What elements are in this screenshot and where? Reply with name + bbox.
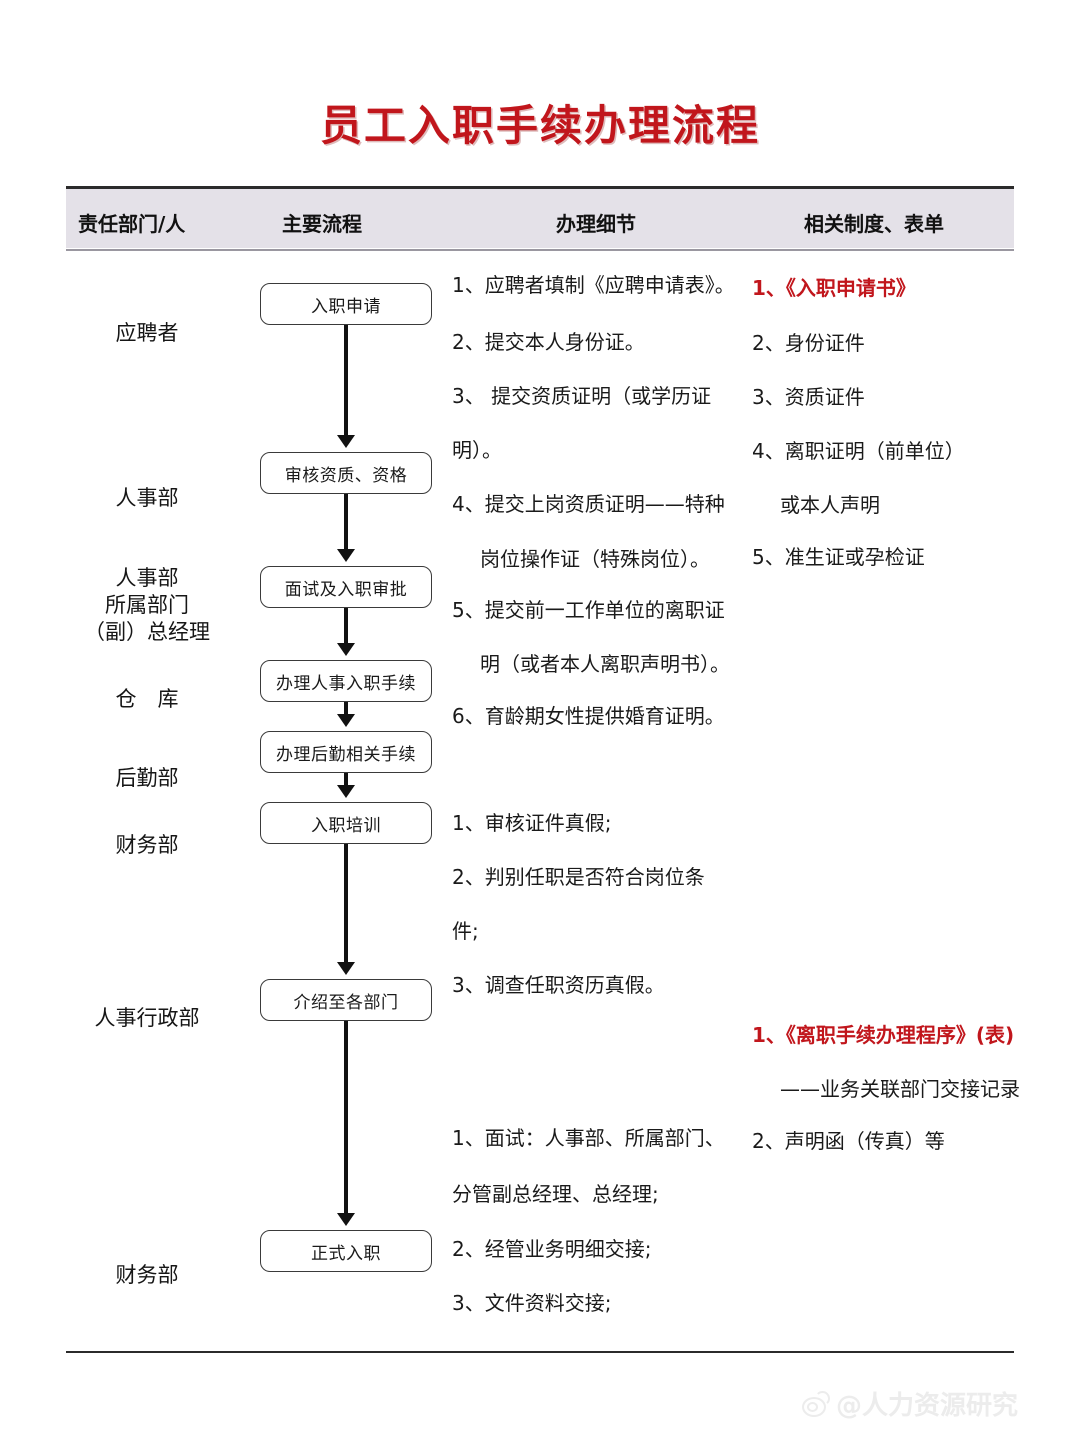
flow-arrow: [337, 1021, 355, 1226]
department-label: 仓 库: [115, 687, 179, 711]
department-label: 人事部 所属部门 （副）总经理: [84, 566, 210, 644]
detail-text-line: 明）。: [452, 438, 502, 462]
detail-text-line: 2、提交本人身份证。: [452, 330, 645, 354]
flow-step-box[interactable]: 办理后勤相关手续: [260, 731, 432, 773]
department-label: 财务部: [115, 833, 179, 857]
flow-arrow: [337, 773, 355, 798]
department-label: 后勤部: [115, 766, 179, 790]
flow-step-box[interactable]: 正式入职: [260, 1230, 432, 1272]
flow-step-box[interactable]: 审核资质、资格: [260, 452, 432, 494]
flow-step-box[interactable]: 入职申请: [260, 283, 432, 325]
watermark-text: @人力资源研究: [836, 1391, 1019, 1421]
detail-text-line: 2、身份证件: [752, 331, 865, 355]
detail-text-line: 件;: [452, 919, 479, 943]
detail-text-line: 5、提交前一工作单位的离职证: [452, 598, 725, 622]
detail-text-line: 或本人声明: [780, 493, 880, 517]
detail-text-line: 1、应聘者填制《应聘申请表》。: [452, 273, 735, 297]
detail-text-line: 5、准生证或孕检证: [752, 545, 925, 569]
detail-text-line: 2、经管业务明细交接;: [452, 1237, 652, 1261]
detail-text-line: 2、声明函（传真）等: [752, 1129, 945, 1153]
detail-text-line: 3、调查任职资历真假。: [452, 973, 665, 997]
weibo-icon: [800, 1390, 830, 1417]
detail-text-line: 2、判别任职是否符合岗位条: [452, 865, 705, 889]
header-divider: [66, 249, 1014, 251]
detail-text-line: 分管副总经理、总经理;: [452, 1182, 659, 1206]
detail-text-line: 3、 提交资质证明（或学历证: [452, 384, 712, 408]
flow-arrow: [337, 325, 355, 448]
column-header-flow: 主要流程: [282, 212, 362, 236]
detail-text-line: 6、育龄期女性提供婚育证明。: [452, 704, 725, 728]
flow-arrow: [337, 702, 355, 727]
column-header-detail: 办理细节: [556, 212, 636, 236]
table-header-band: 责任部门/人 主要流程 办理细节 相关制度、表单: [66, 186, 1014, 248]
column-header-form: 相关制度、表单: [804, 212, 944, 236]
detail-text-line: 1、《入职申请书》: [752, 276, 916, 300]
flow-step-box[interactable]: 入职培训: [260, 802, 432, 844]
detail-text-line: 1、《离职手续办理程序》(表): [752, 1023, 1015, 1047]
flow-arrow: [337, 494, 355, 562]
detail-text-line: 1、审核证件真假;: [452, 811, 612, 835]
detail-text-line: 1、面试：人事部、所属部门、: [452, 1126, 725, 1150]
detail-text-line: 3、资质证件: [752, 385, 865, 409]
department-label: 人事部: [115, 486, 179, 510]
page-title: 员工入职手续办理流程: [319, 101, 760, 150]
flow-arrow: [337, 844, 355, 975]
weibo-watermark: @人力资源研究: [800, 1385, 1018, 1422]
column-header-department: 责任部门/人: [78, 212, 186, 236]
department-label: 应聘者: [115, 321, 179, 345]
detail-text-line: 4、提交上岗资质证明——特种: [452, 492, 725, 516]
detail-text-line: 4、离职证明（前单位）: [752, 439, 965, 463]
flow-step-box[interactable]: 介绍至各部门: [260, 979, 432, 1021]
detail-text-line: ——业务关联部门交接记录: [780, 1077, 1020, 1101]
detail-text-line: 岗位操作证（特殊岗位）。: [480, 547, 710, 571]
department-label: 财务部: [115, 1263, 179, 1287]
department-label: 人事行政部: [94, 1006, 200, 1030]
flow-step-box[interactable]: 面试及入职审批: [260, 566, 432, 608]
detail-text-line: 3、文件资料交接;: [452, 1291, 612, 1315]
flow-arrow: [337, 608, 355, 656]
detail-text-line: 明（或者本人离职声明书）。: [480, 652, 730, 676]
flow-step-box[interactable]: 办理人事入职手续: [260, 660, 432, 702]
bottom-divider: [66, 1351, 1014, 1353]
